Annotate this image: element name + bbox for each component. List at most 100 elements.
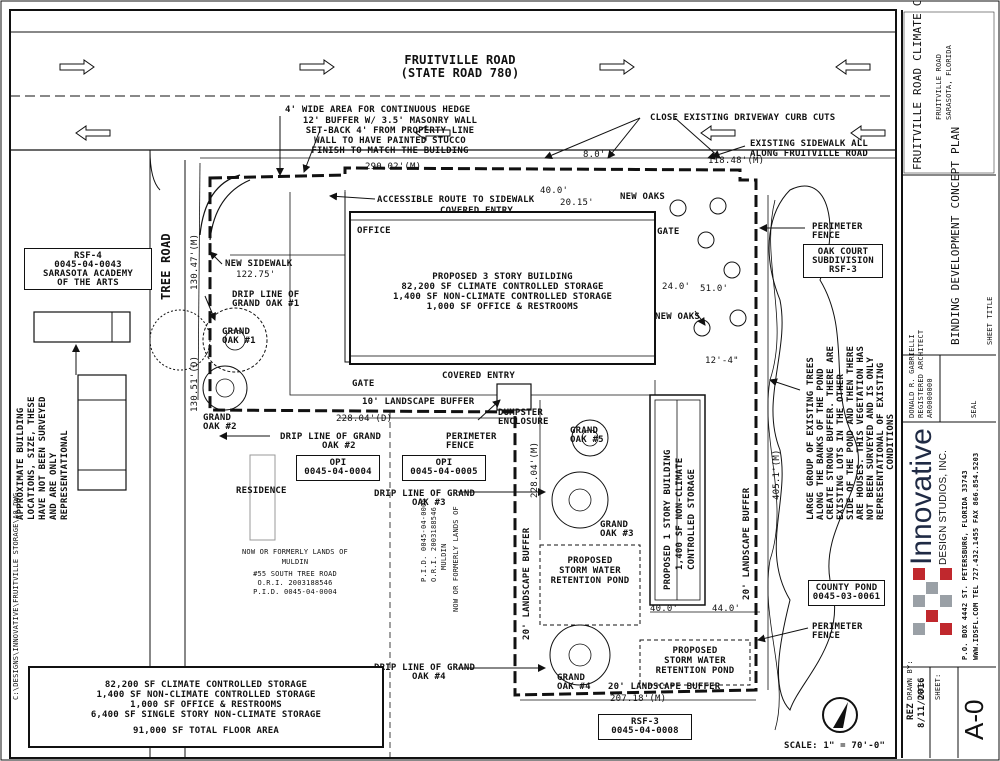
small-building (649, 394, 706, 606)
label-pond-1a: PROPOSED (567, 556, 613, 566)
label-drip-2b: OAK #2 (322, 441, 356, 451)
approx-5: REPRESENTATIONAL (60, 430, 70, 520)
dim-122: 122.75' (236, 270, 276, 280)
tree-canopies (149, 307, 611, 686)
company-sub: DESIGN STUDIOS, INC. (938, 449, 949, 565)
property-line (208, 166, 758, 697)
label-dumpster-b: ENCLOSURE (498, 417, 549, 427)
label-new-oaks-top: NEW OAKS (620, 192, 665, 202)
note-buffer-4: FINISH TO MATCH THE BUILDING (311, 146, 469, 156)
note-curb-cuts: CLOSE EXISTING DRIVEWAY CURB CUTS (650, 113, 836, 123)
label-grand-oak-1b: OAK #1 (222, 336, 256, 346)
muldin-3: #55 SOUTH TREE ROAD (253, 570, 337, 578)
muldin2-4: P.I.D. 0045-04-0005 (420, 498, 428, 582)
summary-line-1: 82,200 SF CLIMATE CONTROLLED STORAGE (104, 680, 308, 690)
dim-51: 51.0' (700, 284, 729, 294)
note-hedge: 4' WIDE AREA FOR CONTINUOUS HEDGE (285, 105, 471, 115)
large-group-5: SIDE OF THE POND AND THEN THERE (846, 345, 856, 520)
label-drip-1b: GRAND OAK #1 (232, 299, 300, 309)
label-pond-1c: RETENTION POND (550, 576, 630, 586)
sheet-title-label: SHEET TITLE (986, 296, 994, 345)
dim-20-15: 20.15' (560, 198, 594, 208)
seal-label: SEAL (970, 400, 978, 418)
sheet-label: SHEET: (934, 673, 942, 701)
parcel-oak-court: OAK COURT SUBDIVISION RSF-3 (803, 244, 883, 278)
large-group-6: ARE HOUSES. THIS VEGETATION HAS (856, 345, 866, 520)
large-group-1: LARGE GROUP OF EXISTING TREES (806, 357, 816, 520)
parcel-rsf4-name: SARASOTA ACADEMY (43, 269, 133, 279)
drawn-label: DRAWN BY: (906, 660, 914, 700)
large-group-9: CONDITIONS (886, 413, 896, 470)
sheet-number: A-0 (959, 699, 989, 740)
large-group-7: NOT BEEN SURVEYED AND IS ONLY (866, 357, 876, 520)
label-drip-2a: DRIP LINE OF GRAND (280, 432, 382, 442)
muldin-5: P.I.D. 0045-04-0004 (253, 588, 337, 596)
dim-8ft: 8.0' (583, 150, 606, 160)
parcel-rsf3: RSF-3 0045-04-0008 (598, 714, 692, 740)
label-gate-top: GATE (657, 227, 680, 237)
rsf3-id: 0045-04-0008 (611, 726, 679, 736)
label-landscape-20-left: 20' LANDSCAPE BUFFER (522, 527, 532, 640)
label-covered-entry-bottom: COVERED ENTRY (442, 371, 516, 381)
parcel-opi-2: OPI 0045-04-0005 (402, 455, 486, 481)
dim-130a: 130.47'(M) (190, 233, 200, 290)
note-buffer-2: SET-BACK 4' FROM PROPERTY LINE (305, 126, 475, 136)
opi1-zone: OPI (329, 458, 347, 468)
dim-12-4: 12'-4" (705, 356, 739, 366)
large-group-4: EXISTING LOTS IN THE OTHER (836, 373, 846, 520)
main-building (349, 211, 656, 365)
small-building-2: 1,400 SF NON-CLIMATE (675, 457, 685, 570)
parcel-rsf4-zone: RSF-4 (73, 251, 103, 261)
label-landscape-20-bottom: 20' LANDSCAPE BUFFER (608, 682, 721, 692)
muldin2-2: MULDIN (440, 543, 448, 571)
county-pond-1: COUNTY POND (815, 583, 878, 593)
small-building-3: CONTROLLED STORAGE (687, 468, 697, 570)
architect-2: REGISTERED ARCHITECT (917, 329, 925, 418)
label-accessible: ACCESSIBLE ROUTE TO SIDEWALK (377, 195, 535, 205)
architect-3: AR0000000 (926, 378, 934, 418)
dim-228m: 228.04'(M) (530, 441, 540, 498)
parcel-rsf4-name2: OF THE ARTS (57, 278, 119, 288)
muldin-4: O.R.I. 2003188546 (257, 579, 333, 587)
parcel-county-pond: COUNTY POND 0045-03-0061 (808, 580, 885, 606)
label-drip-1a: DRIP LINE OF (232, 290, 300, 300)
label-grand-oak-3a: GRAND (600, 520, 629, 530)
label-gate-bottom: GATE (352, 379, 375, 389)
small-building-1: PROPOSED 1 STORY BUILDING (663, 449, 673, 590)
road-name: FRUITVILLE ROAD (404, 53, 516, 67)
file-path: C:\DESIGNS\INNOVATIVE\FRUITVILLE STORAGE… (12, 492, 20, 700)
label-grand-oak-2b: OAK #2 (203, 422, 237, 432)
label-new-sidewalk: NEW SIDEWALK (225, 259, 293, 269)
muldin-1: NOW OR FORMERLY LANDS OF (242, 548, 348, 556)
county-pond-2: 0045-03-0061 (812, 592, 881, 602)
label-perimeter-mid-b: FENCE (446, 441, 475, 451)
parcel-rsf4-id: 0045-04-0043 (54, 260, 122, 270)
note-buffer-3: WALL TO HAVE PAINTED STUCCO (314, 136, 466, 146)
label-residence: RESIDENCE (236, 486, 287, 496)
building-line-2: 1,400 SF NON-CLIMATE CONTROLLED STORAGE (392, 292, 613, 302)
summary-line-3: 1,000 SF OFFICE & RESTROOMS (130, 700, 282, 710)
dim-405: 405.1'(M) (772, 449, 782, 500)
label-pond-2a: PROPOSED (672, 646, 718, 656)
muldin2-3: O.R.I. 2003188546 (430, 506, 438, 582)
label-drip-4b: OAK #4 (412, 672, 446, 682)
road-subtitle: (STATE ROAD 780) (400, 66, 520, 80)
note-buffer-1: 12' BUFFER W/ 3.5' MASONRY WALL (302, 116, 478, 126)
oak-court-3: RSF-3 (828, 265, 858, 275)
opi2-id: 0045-04-0005 (410, 467, 478, 477)
label-new-oaks-mid: NEW OAKS (655, 312, 700, 322)
dim-130b: 130.51'(D) (190, 355, 200, 412)
label-grand-oak-1a: GRAND (222, 327, 251, 337)
building-line-1: 82,200 SF CLIMATE CONTROLLED STORAGE (401, 282, 604, 292)
oak-court-1: OAK COURT (817, 247, 869, 257)
rsf3-zone: RSF-3 (630, 717, 660, 727)
summary-line-4: 6,400 SF SINGLE STORY NON-CLIMATE STORAG… (90, 710, 322, 720)
dim-top: 290.02'(M) (365, 162, 422, 172)
label-dumpster-a: DUMPSTER (498, 408, 543, 418)
label-landscape-20-right: 20' LANDSCAPE BUFFER (742, 487, 752, 600)
summary-line-2: 1,400 SF NON-CLIMATE CONTROLLED STORAGE (96, 690, 316, 700)
date-value: 8/11/2016 (917, 677, 927, 728)
dim-40: 40.0' (540, 186, 569, 196)
label-perimeter-right-a: PERIMETER (812, 222, 863, 232)
